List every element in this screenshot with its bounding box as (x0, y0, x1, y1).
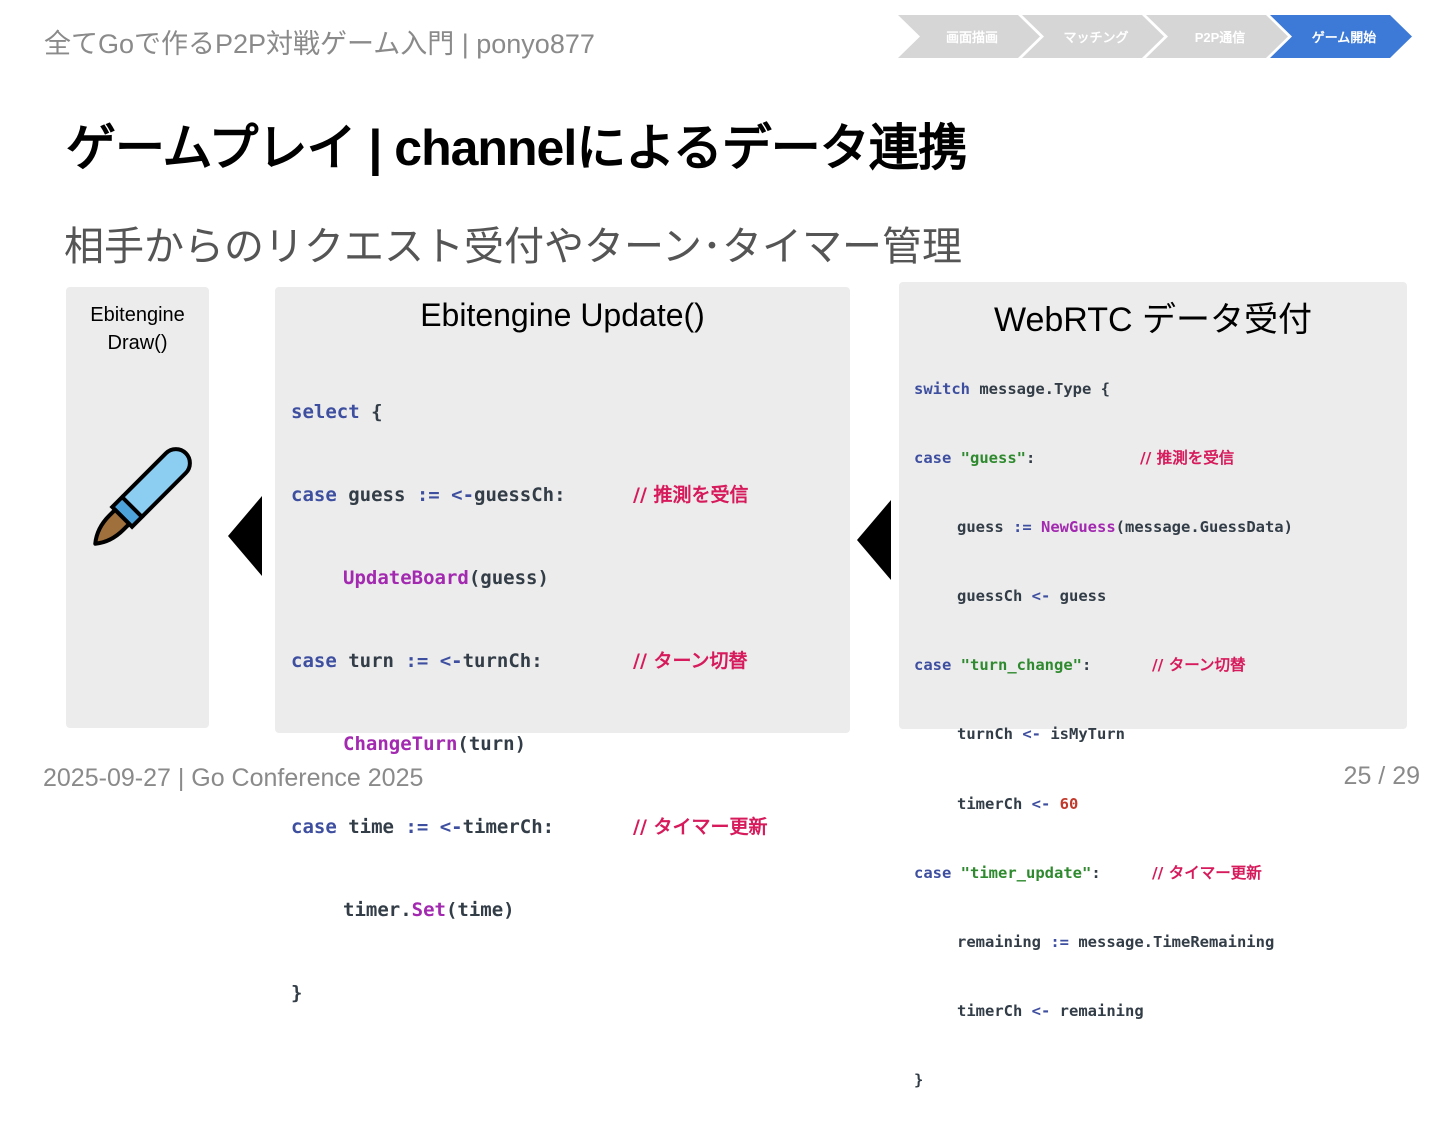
code-comment: // ターン切替 (1152, 656, 1246, 675)
draw-panel: Ebitengine Draw() (66, 287, 209, 728)
slide-title: ゲームプレイ | channelによるデータ連携 (66, 120, 968, 176)
code-comment: // タイマー更新 (1152, 863, 1262, 882)
breadcrumb-step-rendering: 画面描画 (898, 15, 1040, 58)
code-comment: // 推測を受信 (1140, 449, 1235, 468)
code-line: timerCh <- remaining (957, 1001, 1144, 1020)
progress-breadcrumb: 画面描画 マッチング P2P通信 ゲーム開始 (898, 15, 1414, 58)
code-line: turnCh <- isMyTurn (957, 725, 1125, 744)
update-code-block: select { case guess := <-guessCh:// 推測を受… (291, 353, 768, 1061)
code-line: case "guess":// 推測を受信 (914, 449, 1235, 468)
code-line: timer.Set(time) (343, 899, 515, 921)
data-flow-arrow-to-draw (228, 496, 262, 576)
code-line: guess := NewGuess(message.GuessData) (957, 518, 1293, 537)
code-line: case time := <-timerCh:// タイマー更新 (291, 812, 768, 851)
code-line: case turn := <-turnCh:// ターン切替 (291, 646, 748, 685)
code-line: switch message.Type { (914, 380, 1110, 398)
breadcrumb-step-matching: マッチング (1022, 15, 1164, 58)
breadcrumb-step-p2p: P2P通信 (1146, 15, 1288, 58)
breadcrumb-step-game-start: ゲーム開始 (1270, 15, 1412, 58)
data-flow-arrow-to-update (857, 500, 891, 580)
code-line: ChangeTurn(turn) (343, 733, 527, 755)
code-line: } (291, 982, 303, 1004)
code-line: guessCh <- guess (957, 587, 1107, 606)
code-line: case "timer_update":// タイマー更新 (914, 863, 1262, 882)
webrtc-panel-heading: WebRTC データ受付 (993, 301, 1312, 339)
code-comment: // ターン切替 (633, 650, 748, 672)
code-line: UpdateBoard(guess) (343, 567, 549, 589)
webrtc-panel: WebRTC データ受付 switch message.Type { case … (899, 282, 1407, 1089)
code-line: case "turn_change":// ターン切替 (914, 656, 1246, 675)
code-line: select { (291, 401, 383, 423)
slide-subtitle: 相手からのリクエスト受付やターン･タイマー管理 (64, 225, 962, 269)
page-number: 25 / 29 (1343, 762, 1420, 790)
webrtc-code-block: switch message.Type { case "guess":// 推測… (914, 342, 1293, 1138)
draw-panel-label: Ebitengine Draw() (90, 304, 185, 354)
update-panel: Ebitengine Update() select { case guess … (275, 287, 850, 1004)
update-panel-heading: Ebitengine Update() (420, 297, 705, 333)
code-comment: // 推測を受信 (633, 484, 749, 506)
code-line: timerCh <- 60 (957, 794, 1079, 813)
code-line: } (914, 1070, 924, 1089)
code-comment: // タイマー更新 (633, 816, 768, 838)
code-line: remaining := message.TimeRemaining (957, 932, 1275, 951)
paintbrush-icon (93, 447, 192, 546)
code-line: case guess := <-guessCh:// 推測を受信 (291, 480, 749, 519)
deck-header-title: 全てGoで作るP2P対戦ゲーム入門 | ponyo877 (44, 29, 595, 59)
footer-event-info: 2025-09-27 | Go Conference 2025 (43, 764, 424, 792)
